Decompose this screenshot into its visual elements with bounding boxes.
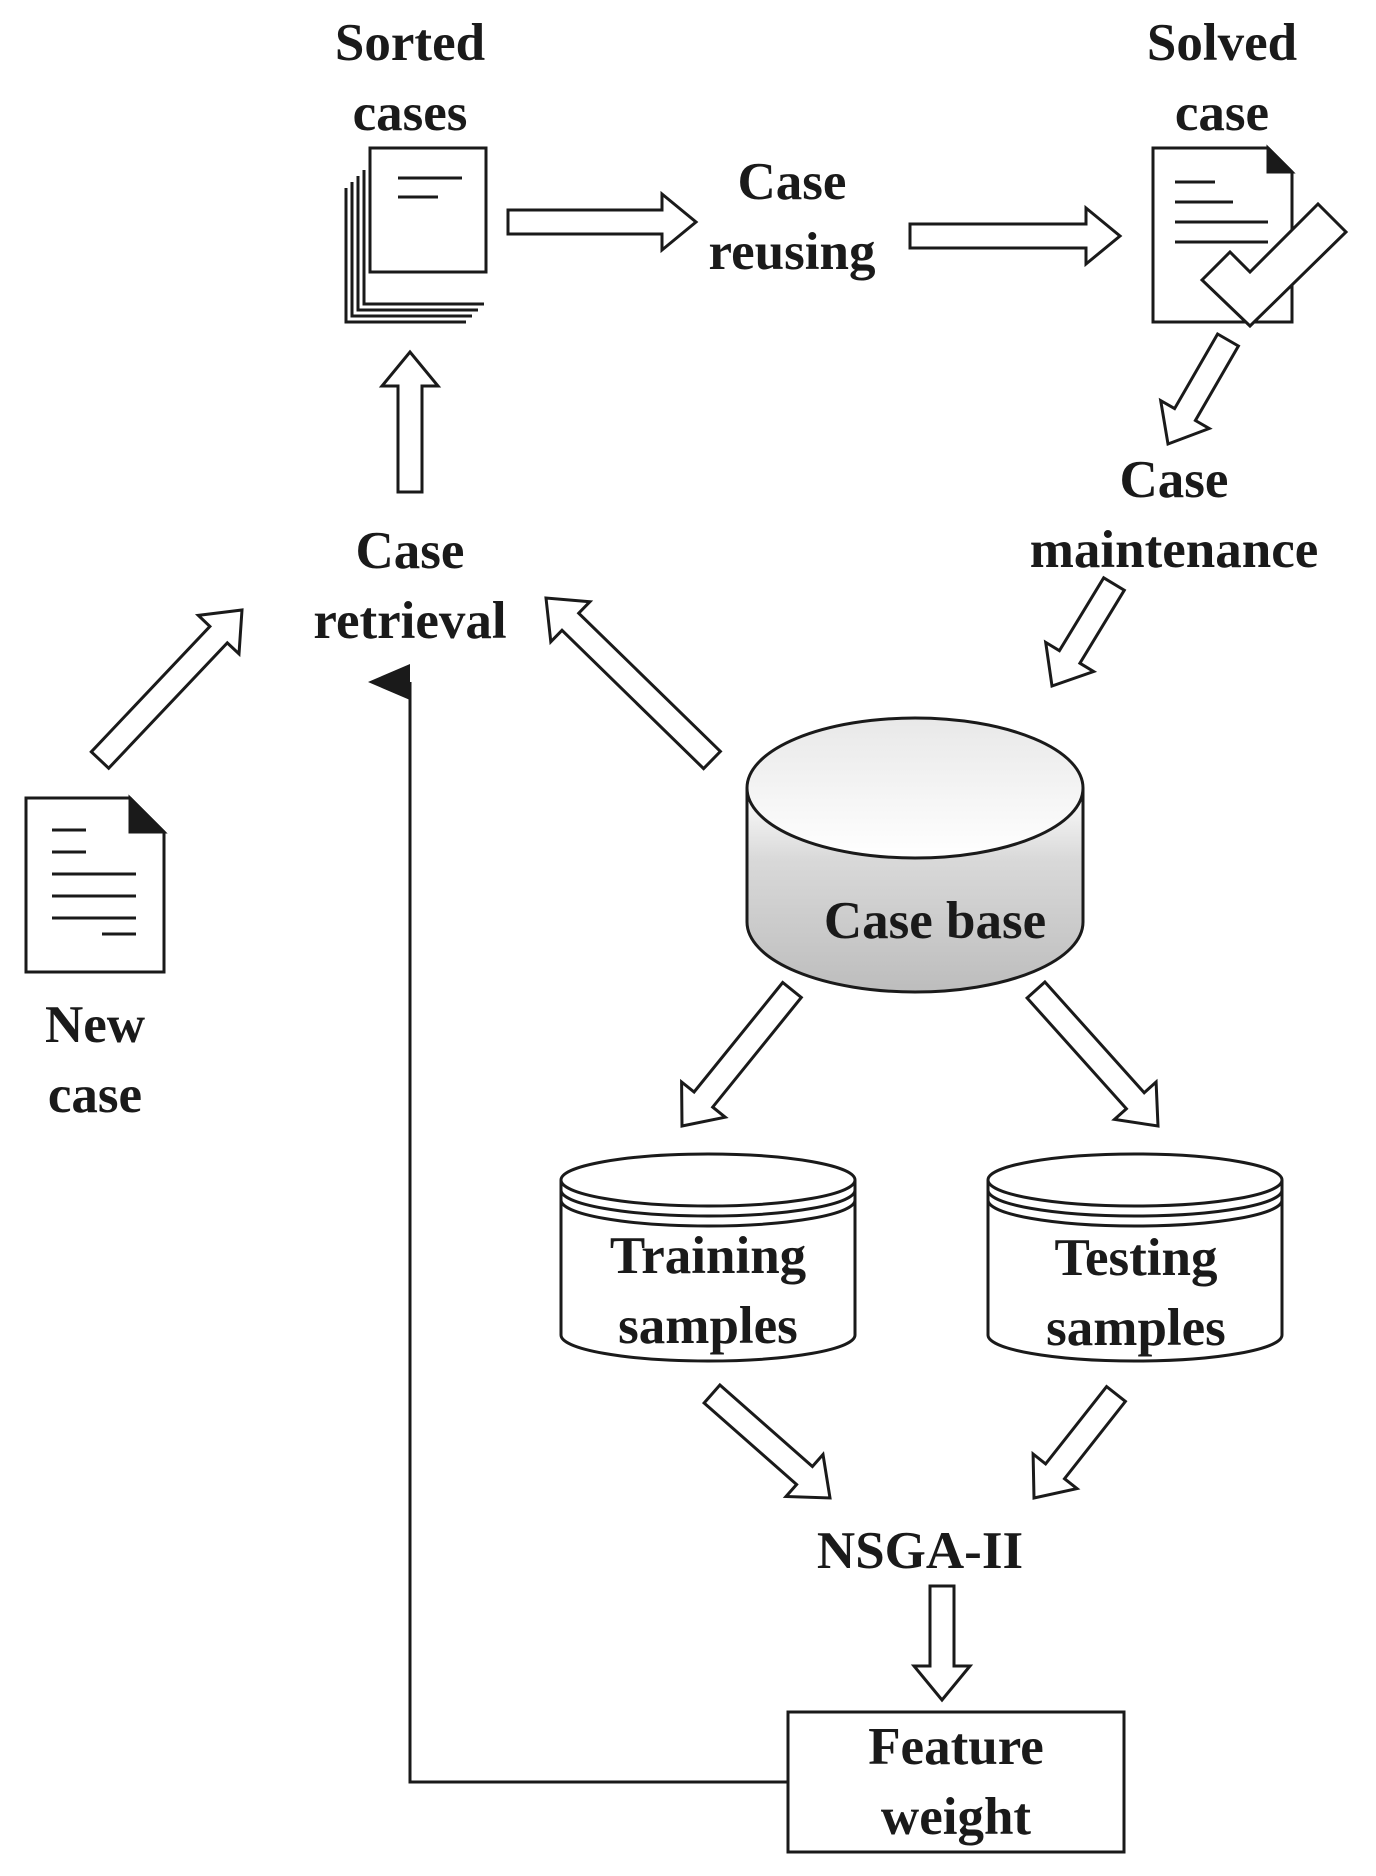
checkmark-icon [1199, 201, 1349, 329]
case-base-cylinder [745, 716, 1085, 994]
arrow-testing-to-nsga [1031, 1384, 1128, 1500]
feature-weight-box [786, 1710, 1126, 1854]
hollow-arrows [89, 190, 1241, 1703]
arrow-nsga-to-feature [910, 1584, 974, 1703]
arrow-casebase-to-testing [1024, 979, 1160, 1128]
new-document-icon [24, 794, 168, 974]
arrow-retrieval-to-sorted [378, 349, 442, 494]
arrow-sorted-to-reusing [506, 190, 699, 254]
testing-samples-cylinder [986, 1152, 1284, 1363]
nsga-label: NSGA-II [816, 1522, 1024, 1580]
document-stack-icon [344, 146, 488, 324]
arrow-casebase-to-training [680, 980, 804, 1128]
arrow-casebase-to-retrieval [544, 596, 723, 771]
arrow-reusing-to-solved [908, 204, 1123, 268]
case-base-label: Case base [823, 892, 1047, 950]
arrow-maintenance-to-casebase [1043, 575, 1127, 689]
arrow-solved-to-maintenance [1158, 331, 1241, 447]
feedback-arrow [368, 664, 788, 1784]
arrow-training-to-nsga [701, 1382, 832, 1500]
arrow-newcase-to-retrieval [89, 608, 244, 771]
training-samples-cylinder [559, 1152, 857, 1363]
